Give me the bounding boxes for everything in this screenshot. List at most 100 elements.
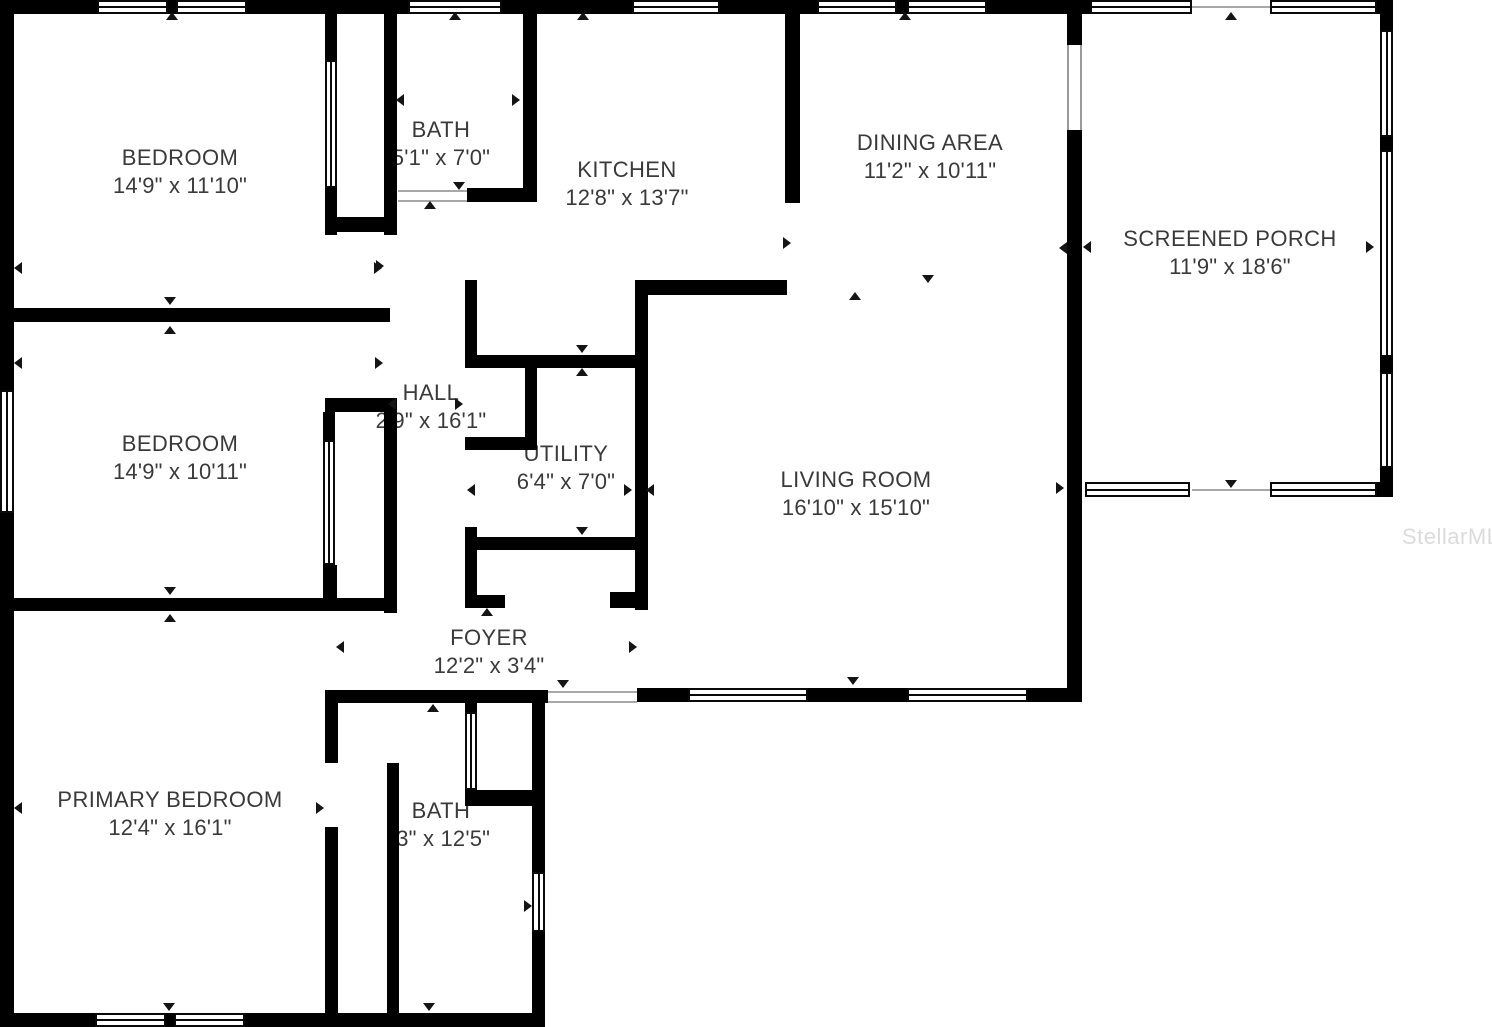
wall-segment — [465, 790, 535, 806]
room-name: BEDROOM — [121, 145, 239, 170]
dimension-arrow — [576, 345, 588, 353]
dimension-arrow — [783, 237, 791, 249]
wall-segment — [720, 0, 817, 14]
dimension-arrow — [164, 614, 176, 622]
wall-segment — [785, 14, 800, 203]
wall-segment — [327, 690, 548, 703]
wall-segment — [325, 827, 338, 1013]
wall-segment — [465, 355, 647, 368]
wall-segment — [0, 598, 397, 611]
wall-segment — [502, 0, 632, 14]
wall-segment — [384, 14, 397, 235]
dimension-arrow — [576, 368, 588, 376]
wall-segment — [1380, 137, 1393, 150]
wall-segment — [635, 280, 648, 610]
dimension-arrow — [164, 326, 176, 334]
room-name: BATH — [411, 798, 471, 823]
room-dimensions: 12'4" x 16'1" — [108, 815, 232, 840]
wall-segment — [1067, 14, 1082, 45]
window — [1380, 150, 1393, 357]
opening-line — [548, 691, 637, 693]
room-name: BATH — [411, 117, 471, 142]
dimension-arrow — [388, 398, 396, 410]
room-name: HALL — [402, 380, 460, 405]
wall-segment — [1067, 130, 1082, 690]
wall-segment — [323, 412, 335, 440]
wall-segment — [323, 565, 337, 611]
window — [465, 712, 477, 790]
room-dimensions: '3" x 12'5" — [391, 826, 491, 851]
wall-segment — [897, 0, 907, 14]
opening-line — [1192, 6, 1270, 8]
window — [174, 1013, 245, 1027]
wall-segment — [465, 280, 477, 368]
room-label-screened-porch: SCREENED PORCH 11'9" x 18'6" — [1123, 226, 1336, 280]
window — [1270, 482, 1377, 497]
wall-segment — [166, 1013, 174, 1027]
wall-segment — [245, 1013, 545, 1027]
window — [1270, 0, 1377, 14]
room-dimensions: 5'1" x 7'0" — [391, 145, 491, 170]
room-name: KITCHEN — [577, 157, 677, 182]
opening-line — [398, 190, 467, 192]
wall-segment — [325, 398, 397, 412]
wall-segment — [532, 690, 545, 872]
window — [1085, 482, 1190, 497]
window — [95, 1013, 166, 1027]
opening-line — [548, 701, 637, 703]
dimension-arrow — [427, 704, 439, 712]
window — [907, 0, 987, 14]
room-name: UTILITY — [523, 441, 609, 466]
dimension-arrow — [577, 12, 589, 20]
window — [176, 0, 247, 14]
room-dimensions: 16'10" x 15'10" — [781, 495, 931, 520]
room-label-bath-2: BATH '3" x 12'5" — [392, 798, 490, 852]
wall-segment — [0, 0, 97, 14]
wall-segment — [0, 1013, 95, 1027]
wall-segment — [637, 688, 688, 702]
room-dimensions: 14'9" x 11'10" — [112, 173, 248, 198]
room-dimensions: 11'2" x 10'11" — [863, 158, 997, 183]
room-label-utility: UTILITY 6'4" x 7'0" — [517, 441, 615, 495]
room-label-dining-area: DINING AREA 11'2" x 10'11" — [857, 130, 1003, 184]
room-dimensions: 11'9" x 18'6" — [1169, 254, 1291, 279]
room-name: SCREENED PORCH — [1123, 226, 1337, 251]
wall-segment — [0, 513, 14, 1027]
dimension-arrow — [449, 12, 461, 20]
wall-segment — [1380, 357, 1393, 372]
dimension-arrow — [1225, 480, 1237, 488]
window — [907, 688, 1028, 702]
dimension-arrow — [166, 12, 178, 20]
room-name: PRIMARY BEDROOM — [57, 787, 283, 812]
dimension-arrow — [396, 94, 404, 106]
dimension-arrow — [847, 677, 859, 685]
wall-segment — [387, 763, 399, 1013]
wall-segment — [610, 592, 635, 608]
dimension-arrow — [899, 12, 911, 20]
wall-segment — [1380, 0, 1393, 30]
dimension-arrow — [163, 1003, 175, 1011]
room-label-bedroom-1: BEDROOM 14'9" x 11'10" — [113, 145, 247, 199]
window — [0, 390, 14, 513]
room-dimensions: 14'9" x 10'11" — [112, 459, 248, 484]
window — [97, 0, 168, 14]
dimension-arrow — [453, 182, 465, 190]
window — [1380, 372, 1393, 468]
dimension-arrow — [524, 900, 532, 912]
dimension-arrow — [1366, 241, 1374, 253]
window — [632, 0, 720, 14]
room-label-primary-bedroom: PRIMARY BEDROOM 12'4" x 16'1" — [57, 787, 282, 841]
dimension-arrow — [164, 587, 176, 595]
wall-segment — [635, 280, 787, 295]
dimension-arrow — [1225, 12, 1237, 20]
room-dimensions: 6'4" x 7'0" — [516, 469, 616, 494]
window — [1380, 30, 1393, 137]
wall-segment — [13, 308, 390, 322]
room-name: DINING AREA — [856, 130, 1004, 155]
dimension-arrow — [624, 484, 632, 496]
dimension-arrow — [424, 201, 436, 209]
window — [323, 440, 335, 565]
room-dimensions: 12'8" x 13'7" — [565, 185, 689, 210]
